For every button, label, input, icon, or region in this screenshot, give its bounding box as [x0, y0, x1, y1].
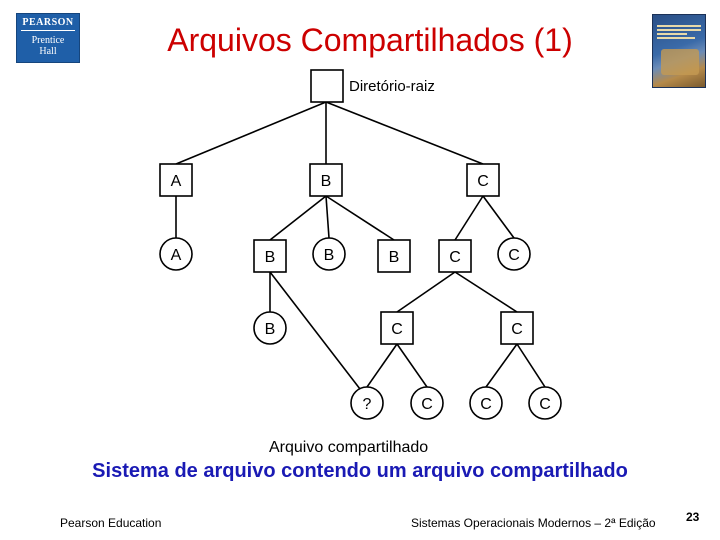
- directory-node-b-sub-label: B: [265, 249, 276, 266]
- page-number: 23: [686, 510, 699, 524]
- file-node-c-label: C: [508, 247, 520, 264]
- directory-node-b-label: B: [321, 173, 332, 190]
- footer-publisher: Pearson Education: [60, 516, 161, 530]
- directory-node-c-sub-label: C: [449, 249, 461, 266]
- directory-node-c-label: C: [477, 173, 489, 190]
- file-node-c-leaf3-label: C: [539, 396, 551, 413]
- file-node-a-label: A: [171, 247, 182, 264]
- tree-edges: [176, 102, 545, 389]
- directory-node-b-sub2-label: B: [389, 249, 400, 266]
- shared-file-node-label: ?: [363, 396, 372, 413]
- file-node-b-label: B: [324, 247, 335, 264]
- file-node-c-leaf2-label: C: [480, 396, 492, 413]
- directory-node-a-label: A: [171, 173, 182, 190]
- figure-caption: Sistema de arquivo contendo um arquivo c…: [0, 458, 720, 484]
- footer-book-title: Sistemas Operacionais Modernos – 2ª Ediç…: [411, 516, 656, 530]
- file-node-c-leaf1-label: C: [421, 396, 433, 413]
- directory-node-c-deep1-label: C: [391, 321, 403, 338]
- root-directory-label: Diretório-raiz: [349, 78, 435, 95]
- shared-file-label: Arquivo compartilhado: [269, 439, 428, 456]
- root-directory-node: [311, 70, 343, 102]
- directory-node-c-deep2-label: C: [511, 321, 523, 338]
- file-node-b-deep-label: B: [265, 321, 276, 338]
